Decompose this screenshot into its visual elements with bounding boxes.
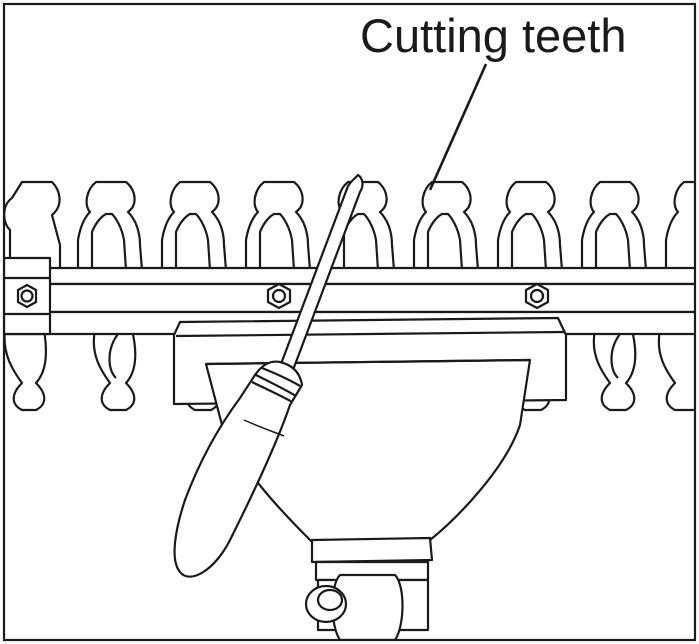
- upper-tooth: [580, 180, 648, 272]
- callout-label-cutting-teeth: Cutting teeth: [360, 9, 627, 62]
- bolt-right: [524, 282, 550, 310]
- lower-tooth: [592, 328, 637, 412]
- bolt-middle: [266, 282, 292, 310]
- screwdriver: [173, 173, 364, 578]
- upper-tooth: [244, 180, 312, 272]
- upper-tooth: [664, 180, 695, 272]
- upper-tooth: [76, 180, 144, 272]
- lower-tooth: [92, 328, 137, 412]
- lower-tooth: [4, 328, 47, 412]
- upper-tooth: [496, 180, 564, 272]
- callout-leader-line: [428, 63, 488, 191]
- upper-tooth: [412, 180, 480, 272]
- blade-bolts: [16, 282, 550, 310]
- lower-tooth: [657, 328, 695, 412]
- upper-tooth: [4, 180, 62, 272]
- screwdriver-handle: [173, 360, 304, 578]
- bolt-left: [16, 283, 38, 309]
- upper-tooth: [160, 180, 228, 272]
- upper-blade-teeth: [4, 180, 695, 272]
